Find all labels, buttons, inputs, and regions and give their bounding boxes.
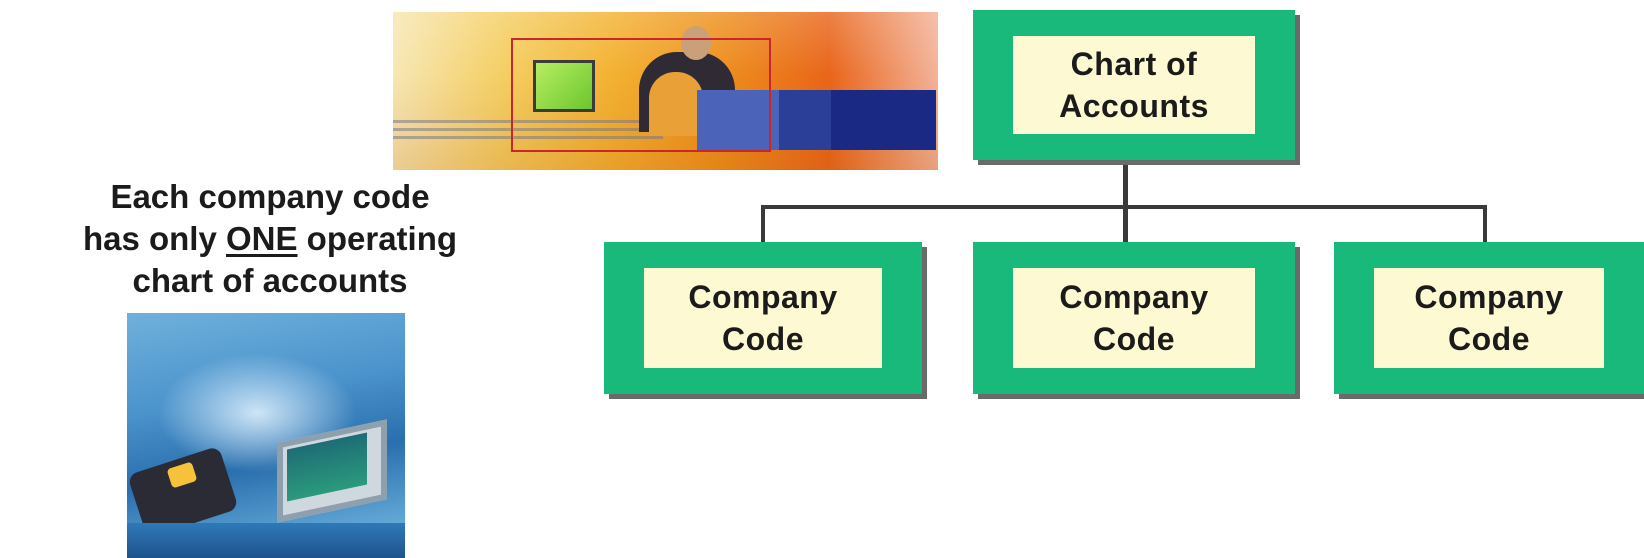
company-code-node-2: Company Code [973,242,1295,394]
node-label: Company Code [644,268,882,368]
office-banner-photo [393,12,938,170]
company-code-node-1: Company Code [604,242,922,394]
node-label: Company Code [1374,268,1604,368]
technology-photo [127,313,405,558]
node-label: Chart of Accounts [1013,36,1255,134]
connector-drop-3 [1483,205,1487,242]
chart-of-accounts-node: Chart of Accounts [973,10,1295,160]
caption-line-3: chart of accounts [132,262,408,299]
caption-line-2: has only ONE operating [82,220,458,257]
connector-drop-1 [761,205,765,242]
node-label: Company Code [1013,268,1255,368]
company-code-node-3: Company Code [1334,242,1644,394]
caption-emphasis: ONE [226,220,298,257]
connector-trunk [1123,160,1128,208]
connector-drop-2 [1123,205,1128,242]
highlight-frame [511,38,771,152]
monitor-graphic [533,60,595,112]
caption-text: Each company code has only ONE operating… [0,176,540,302]
caption-line-1: Each company code [110,178,430,215]
